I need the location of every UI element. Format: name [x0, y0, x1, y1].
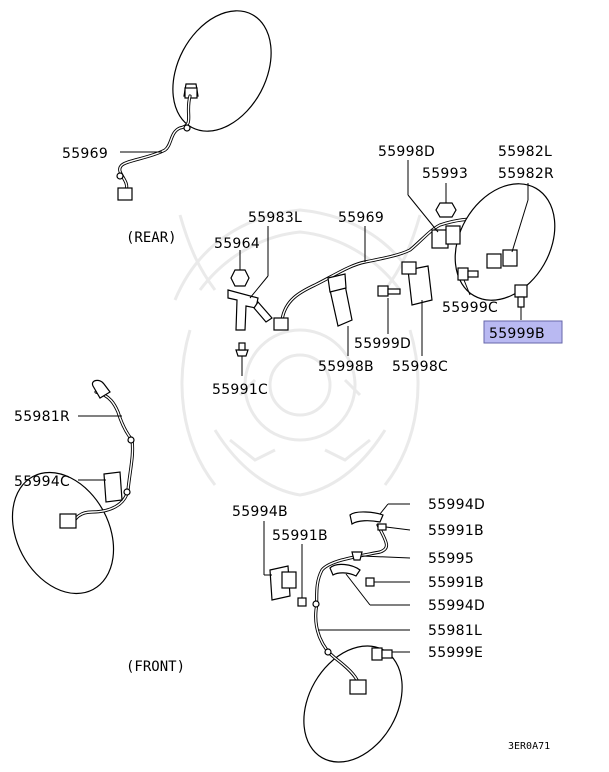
- label-55999D[interactable]: 55999D: [354, 336, 411, 352]
- label-55994D-bottom[interactable]: 55994D: [428, 598, 485, 614]
- label-55991B-top[interactable]: 55991B: [428, 523, 484, 539]
- label-55982L[interactable]: 55982L: [498, 144, 552, 160]
- diagram-code: 3ER0A71: [508, 741, 550, 752]
- leader-lines: [78, 151, 529, 653]
- label-55969-mid[interactable]: 55969: [338, 210, 384, 226]
- label-55964[interactable]: 55964: [214, 236, 260, 252]
- label-55998C[interactable]: 55998C: [392, 359, 448, 375]
- label-55991C[interactable]: 55991C: [212, 382, 268, 398]
- label-55998B[interactable]: 55998B: [318, 359, 374, 375]
- watermark-logo: [173, 208, 427, 497]
- highlight-box-55999B: [483, 320, 563, 344]
- label-55969-rear[interactable]: 55969: [62, 146, 108, 162]
- label-55999C[interactable]: 55999C: [442, 300, 498, 316]
- label-55982R[interactable]: 55982R: [498, 166, 554, 182]
- label-55991B-right[interactable]: 55991B: [428, 575, 484, 591]
- label-55994C[interactable]: 55994C: [14, 474, 70, 490]
- label-55994B[interactable]: 55994B: [232, 504, 288, 520]
- label-55991B-mid[interactable]: 55991B: [272, 528, 328, 544]
- label-55999B[interactable]: 55999B: [489, 326, 545, 342]
- label-55995[interactable]: 55995: [428, 551, 474, 567]
- label-55981R[interactable]: 55981R: [14, 409, 70, 425]
- label-rear: (REAR): [126, 230, 177, 246]
- part-labels[interactable]: 55969 (REAR) 55998D 55993 55982L 55982R …: [14, 144, 554, 675]
- label-55999E[interactable]: 55999E: [428, 645, 483, 661]
- label-front: (FRONT): [126, 659, 185, 675]
- label-55983L[interactable]: 55983L: [248, 210, 302, 226]
- label-55993[interactable]: 55993: [422, 166, 468, 182]
- front-left-sensor-assembly: [269, 511, 403, 763]
- label-55981L[interactable]: 55981L: [428, 623, 482, 639]
- label-55998D[interactable]: 55998D: [378, 144, 435, 160]
- label-55994D-top[interactable]: 55994D: [428, 497, 485, 513]
- rear-sensor-assembly: [116, 10, 272, 201]
- mid-harness-assembly: [227, 183, 556, 357]
- front-right-sensor-assembly: [11, 379, 135, 595]
